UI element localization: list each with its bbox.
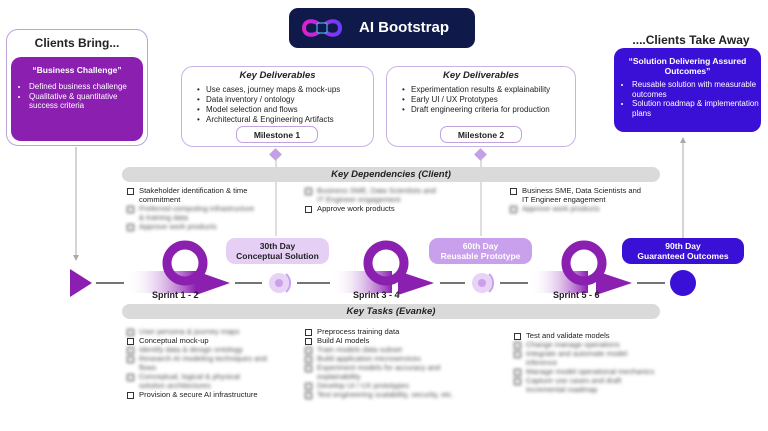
tasks-col-3: Test and validate models Change manage o… bbox=[513, 331, 655, 394]
final-outcome-circle bbox=[670, 270, 696, 296]
list-item: Build AI models bbox=[304, 336, 454, 345]
sprint-label-2: Sprint 3 - 4 bbox=[353, 290, 400, 300]
clients-take-heading: ....Clients Take Away bbox=[632, 33, 750, 47]
ai-bootstrap-logo: AI Bootstrap bbox=[289, 8, 475, 48]
list-item: Research AI modeling techniques and flow… bbox=[126, 354, 268, 372]
list-item: Test and validate models bbox=[513, 331, 655, 340]
list-item: Data inventory / ontology bbox=[197, 95, 373, 105]
business-challenge-box: “Business Challenge” Defined business ch… bbox=[11, 57, 143, 141]
dependencies-col-2: Business SME, Data Scientists and IT Eng… bbox=[304, 186, 444, 213]
deliverables-list: Use cases, journey maps & mock-ups Data … bbox=[182, 85, 373, 125]
tasks-col-1: User persona & journey maps Conceptual m… bbox=[126, 327, 268, 399]
day-90-desc: Guaranteed Outcomes bbox=[637, 251, 729, 261]
list-item: Identify data & design ontology bbox=[126, 345, 268, 354]
timeline-start-arrow bbox=[70, 269, 92, 297]
infinity-icon bbox=[301, 19, 343, 37]
day-90-label: 90th Day bbox=[665, 241, 701, 251]
sprint-label-3: Sprint 5 - 6 bbox=[553, 290, 600, 300]
list-item: Preprocess training data bbox=[304, 327, 454, 336]
solution-outcomes-box: “Solution Delivering Assured Outcomes” R… bbox=[614, 48, 761, 132]
list-item: Experimentation results & explainability bbox=[402, 85, 575, 95]
list-item: Business SME, Data Scientists and IT Eng… bbox=[509, 186, 649, 204]
list-item: Model selection and flows bbox=[197, 105, 373, 115]
list-item: Reusable solution with measurable outcom… bbox=[632, 80, 761, 99]
day-30-desc: Conceptual Solution bbox=[236, 251, 319, 261]
dependencies-col-3: Business SME, Data Scientists and IT Eng… bbox=[509, 186, 649, 213]
list-item: Approve work products bbox=[126, 222, 258, 231]
business-challenge-title: “Business Challenge” bbox=[32, 65, 122, 75]
list-item: Manage model operational mechanics bbox=[513, 367, 655, 376]
list-item: Use cases, journey maps & mock-ups bbox=[197, 85, 373, 95]
solution-outcomes-title: “Solution Delivering Assured Outcomes” bbox=[628, 56, 747, 76]
list-item: Experiment models for accuracy and expla… bbox=[304, 363, 454, 381]
milestone-dot-60 bbox=[472, 273, 495, 293]
list-item: Early UI / UX Prototypes bbox=[402, 95, 575, 105]
deliverables-title: Key Deliverables bbox=[442, 70, 520, 81]
key-dependencies-bar: Key Dependencies (Client) bbox=[122, 167, 660, 182]
clients-bring-panel: Clients Bring... “Business Challenge” De… bbox=[6, 29, 148, 146]
sprint-label-1: Sprint 1 - 2 bbox=[152, 290, 199, 300]
solution-outcomes-list: Reusable solution with measurable outcom… bbox=[614, 80, 761, 118]
milestone-2-badge: Milestone 2 bbox=[440, 126, 522, 143]
list-item: Preferred computing infrastructure & tra… bbox=[126, 204, 258, 222]
day-30-label: 30th Day bbox=[259, 241, 296, 251]
sprint-2-swoosh bbox=[332, 240, 434, 295]
day-60-pill: 60th Day Reusable Prototype bbox=[429, 238, 532, 264]
logo-title: AI Bootstrap bbox=[359, 19, 449, 36]
deliverables-title: Key Deliverables bbox=[239, 70, 316, 81]
list-item: Qualitative & quantitative success crite… bbox=[29, 92, 143, 111]
day-90-pill: 90th Day Guaranteed Outcomes bbox=[622, 238, 744, 264]
list-item: Train models data subset bbox=[304, 345, 454, 354]
list-item: Approve work products bbox=[509, 204, 649, 213]
list-item: Change manage operations bbox=[513, 340, 655, 349]
business-challenge-list: Defined business challenge Qualitative &… bbox=[11, 82, 143, 111]
key-tasks-bar: Key Tasks (Evanke) bbox=[122, 304, 660, 319]
list-item: Approve work products bbox=[304, 204, 444, 213]
list-item: Provision & secure AI infrastructure bbox=[126, 390, 268, 399]
list-item: Capture use cases and draft incremental … bbox=[513, 376, 655, 394]
list-item: Integrate and automate model inference bbox=[513, 349, 655, 367]
day-60-desc: Reusable Prototype bbox=[440, 251, 521, 261]
list-item: User persona & journey maps bbox=[126, 327, 268, 336]
list-item: Test engineering scalability, security, … bbox=[304, 390, 454, 399]
list-item: Business SME, Data Scientists and IT Eng… bbox=[304, 186, 444, 204]
list-item: Develop UI / UX prototypes bbox=[304, 381, 454, 390]
deliverables-list: Experimentation results & explainability… bbox=[387, 85, 575, 115]
day-60-label: 60th Day bbox=[462, 241, 499, 251]
clients-bring-heading: Clients Bring... bbox=[34, 36, 120, 50]
tasks-col-2: Preprocess training data Build AI models… bbox=[304, 327, 454, 399]
list-item: Defined business challenge bbox=[29, 82, 143, 92]
dependencies-col-1: Stakeholder identification & time commit… bbox=[126, 186, 258, 231]
list-item: Conceptual, logical & physical solution … bbox=[126, 372, 268, 390]
list-item: Solution roadmap & implementation plans bbox=[632, 99, 761, 118]
sprint-1-swoosh bbox=[126, 240, 230, 295]
list-item: Architectural & Engineering Artifacts bbox=[197, 115, 373, 125]
list-item: Conceptual mock-up bbox=[126, 336, 268, 345]
day-30-pill: 30th Day Conceptual Solution bbox=[226, 238, 329, 264]
milestone-1-badge: Milestone 1 bbox=[236, 126, 318, 143]
list-item: Stakeholder identification & time commit… bbox=[126, 186, 258, 204]
milestone-dot-30 bbox=[269, 273, 292, 293]
list-item: Build application microservices bbox=[304, 354, 454, 363]
list-item: Draft engineering criteria for productio… bbox=[402, 105, 575, 115]
sprint-3-swoosh bbox=[530, 240, 632, 295]
